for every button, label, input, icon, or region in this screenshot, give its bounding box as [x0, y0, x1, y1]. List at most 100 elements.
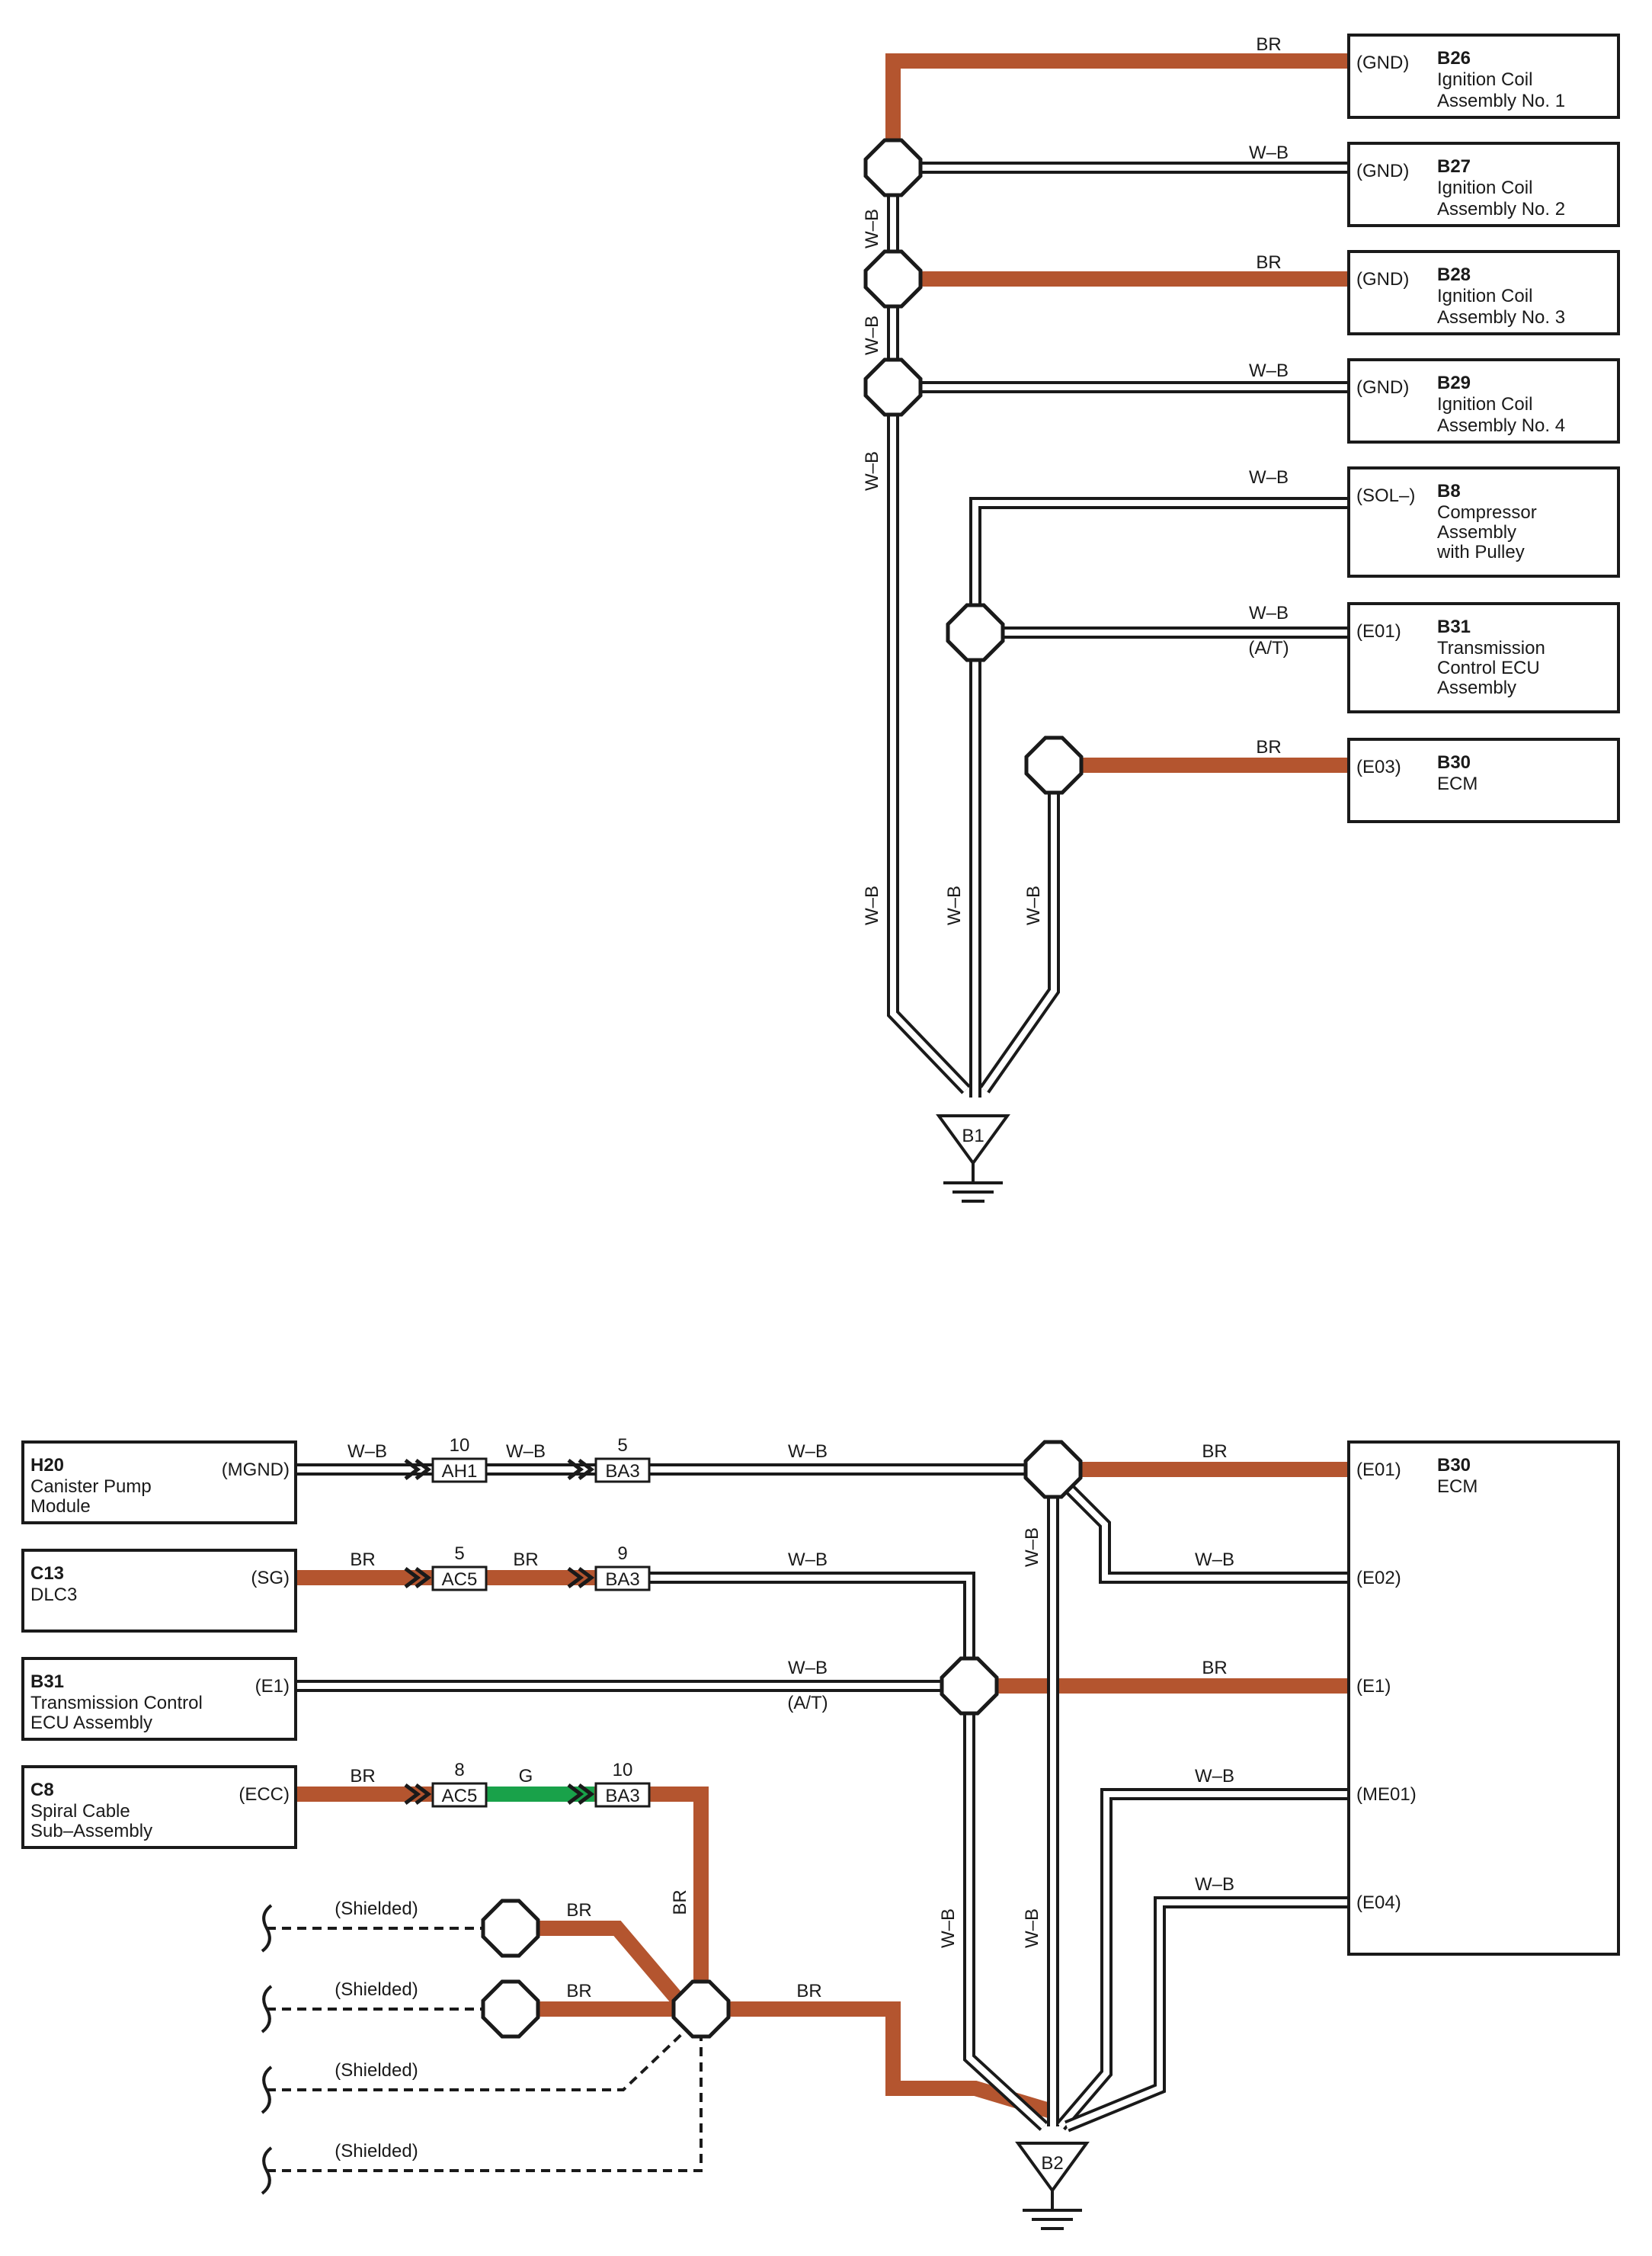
bottom-wires	[267, 1462, 1364, 2172]
top-components: (GND) B26 Ignition Coil Assembly No. 1 (…	[1347, 34, 1620, 823]
wire-label: W–B	[1195, 1874, 1234, 1895]
connectors: AH1 10 BA3 5 AC5 5 BA3 9 AC5 8	[404, 1435, 651, 1808]
splice-point	[481, 1979, 540, 2039]
wire-label: BR	[1202, 1658, 1227, 1678]
component-id: B27	[1437, 156, 1471, 177]
splice-point	[863, 249, 923, 309]
ground-b1: B1	[936, 1114, 1010, 1203]
wire-label: BR	[796, 1981, 821, 2001]
wire-label: BR	[1256, 252, 1281, 273]
wire-wb-e04	[1064, 1896, 1364, 2133]
component-name: Compressor	[1437, 502, 1537, 523]
component-name: Canister Pump	[30, 1476, 152, 1497]
terminal-label: (GND)	[1356, 161, 1409, 181]
component-h20: H20 Canister Pump Module (MGND)	[21, 1440, 297, 1524]
component-name: ECU Assembly	[30, 1713, 152, 1733]
component-b31-top: (E01) B31 Transmission Control ECU Assem…	[1347, 602, 1620, 713]
shielded-ends: (Shielded) (Shielded) (Shielded) (Shield…	[261, 1899, 418, 2195]
vertical-wire-label: W–B	[862, 316, 882, 355]
connector-name: AC5	[442, 1786, 478, 1806]
vertical-wire-label: W–B	[862, 886, 882, 925]
splice-point	[940, 1656, 999, 1716]
component-b26: (GND) B26 Ignition Coil Assembly No. 1	[1347, 34, 1620, 119]
component-b28: (GND) B28 Ignition Coil Assembly No. 3	[1347, 250, 1620, 335]
vertical-wire-label: W–B	[862, 209, 882, 248]
connector-ba3-c: BA3 10	[567, 1760, 651, 1808]
connector-pin: 9	[617, 1543, 627, 1564]
connector-ac5-a: AC5 5	[404, 1543, 488, 1591]
component-name: Ignition Coil	[1437, 394, 1532, 415]
wire-label: BR	[1256, 34, 1281, 55]
wire-wb-c13	[648, 1572, 975, 1686]
wire-wb-e02	[1062, 1482, 1364, 1584]
component-name: DLC3	[30, 1585, 77, 1605]
component-name: Ignition Coil	[1437, 286, 1532, 306]
terminal-label: (E1)	[1356, 1676, 1391, 1697]
wire-br-shield-1	[511, 1921, 692, 2014]
connector-name: BA3	[605, 1569, 639, 1590]
wire-label: W–B	[788, 1441, 828, 1462]
top-wire-labels: BR W–B BR W–B W–B W–B (A/T) BR W–B W–B W…	[862, 34, 1289, 925]
wire-label: BR	[350, 1549, 375, 1570]
terminal-label: (E02)	[1356, 1568, 1401, 1588]
component-name: Transmission	[1437, 638, 1545, 659]
splice-point	[863, 138, 923, 197]
component-name: ECM	[1437, 774, 1478, 794]
wire-note: (A/T)	[1248, 638, 1289, 659]
component-id: B30	[1437, 752, 1471, 773]
wire-label: W–B	[1249, 603, 1289, 623]
terminal-label: (ECC)	[239, 1784, 290, 1805]
bottom-left-components: H20 Canister Pump Module (MGND) C13 DLC3…	[21, 1440, 297, 1849]
terminal-label: (E03)	[1356, 757, 1401, 777]
connector-ba3-a: BA3 5	[567, 1435, 651, 1483]
component-name: Assembly	[1437, 522, 1516, 543]
wire-wb-b8	[969, 497, 1364, 633]
wire-label: W–B	[788, 1549, 828, 1570]
terminal-label: (MGND)	[222, 1460, 290, 1480]
wire-label: BR	[513, 1549, 538, 1570]
wire-wb-trunk-left	[887, 168, 971, 1094]
component-b8: (SOL–) B8 Compressor Assembly with Pulle…	[1347, 466, 1620, 578]
shielded-label: (Shielded)	[335, 1899, 418, 1919]
component-id: B29	[1437, 373, 1471, 393]
component-b30-top: (E03) B30 ECM	[1347, 738, 1620, 823]
component-id: B8	[1437, 481, 1461, 502]
component-id: B28	[1437, 264, 1471, 285]
component-name: Assembly No. 3	[1437, 307, 1565, 328]
connector-pin: 5	[617, 1435, 627, 1456]
ground-b2: B2	[1015, 2142, 1090, 2230]
wire-label: G	[519, 1766, 533, 1787]
connector-ah1: AH1 10	[404, 1435, 488, 1483]
component-id: B26	[1437, 48, 1471, 69]
wire-label: W–B	[1249, 361, 1289, 381]
splice-point	[1024, 735, 1084, 795]
component-name: Assembly No. 1	[1437, 91, 1565, 111]
connector-name: AC5	[442, 1569, 478, 1590]
component-id: B31	[1437, 617, 1471, 637]
component-id: C8	[30, 1780, 54, 1800]
connector-name: BA3	[605, 1461, 639, 1482]
top-wires	[885, 53, 1364, 1098]
wire-label: BR	[566, 1900, 591, 1921]
wire-label: W–B	[1195, 1766, 1234, 1787]
component-name: Assembly No. 4	[1437, 415, 1565, 436]
vertical-wire-label: W–B	[1022, 1908, 1042, 1948]
component-c13: C13 DLC3 (SG)	[21, 1549, 297, 1633]
component-name: Spiral Cable	[30, 1801, 130, 1822]
wire-label: BR	[566, 1981, 591, 2001]
component-b29: (GND) B29 Ignition Coil Assembly No. 4	[1347, 358, 1620, 444]
component-id: B31	[30, 1671, 64, 1692]
vertical-wire-label: W–B	[944, 886, 965, 925]
bottom-wire-labels: W–B W–B W–B BR BR BR W–B W–B W–B (A/T) B…	[347, 1441, 1234, 2001]
component-name: Ignition Coil	[1437, 178, 1532, 198]
component-id: C13	[30, 1563, 64, 1584]
wire-label: W–B	[347, 1441, 387, 1462]
shielded-label: (Shielded)	[335, 2141, 418, 2161]
terminal-label: (GND)	[1356, 377, 1409, 398]
component-b31-bottom: B31 Transmission Control ECU Assembly (E…	[21, 1657, 297, 1741]
bottom-splices	[481, 1440, 1083, 2039]
component-name: Ignition Coil	[1437, 69, 1532, 90]
connector-ba3-b: BA3 9	[567, 1543, 651, 1591]
splice-point	[481, 1899, 540, 1958]
